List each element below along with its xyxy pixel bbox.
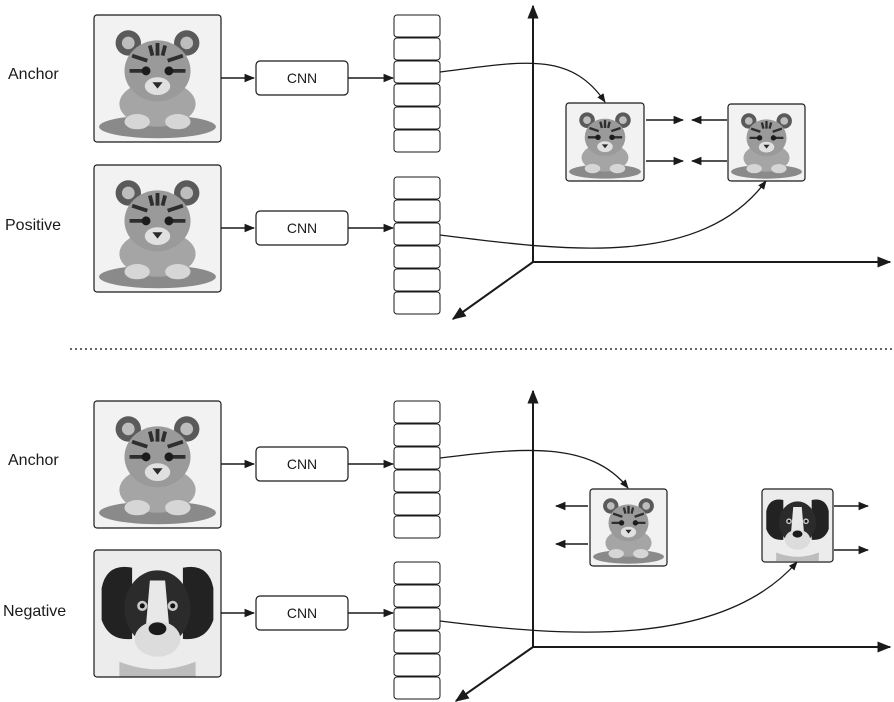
attract-arrows bbox=[646, 115, 727, 166]
embedded-negative bbox=[761, 488, 834, 563]
repel-arrows bbox=[554, 501, 870, 555]
mapping-curve bbox=[439, 62, 606, 103]
embedding-axes-top bbox=[451, 4, 892, 320]
cnn-box: CNN bbox=[255, 595, 349, 631]
anchor-label-bottom: Anchor bbox=[8, 452, 59, 469]
positive-image bbox=[93, 164, 222, 293]
cnn-box: CNN bbox=[255, 446, 349, 482]
embedding-vector-positive bbox=[393, 176, 441, 315]
embedding-vector-anchor-bottom bbox=[393, 400, 441, 539]
cnn-label: CNN bbox=[287, 70, 317, 86]
anchor-label-top: Anchor bbox=[8, 66, 59, 83]
cnn-label: CNN bbox=[287, 605, 317, 621]
embedding-vector-anchor-top bbox=[393, 14, 441, 153]
negative-image bbox=[93, 549, 222, 678]
anchor-image-bottom bbox=[93, 400, 222, 529]
embedding-vector-negative bbox=[393, 561, 441, 700]
cnn-label: CNN bbox=[287, 456, 317, 472]
mapping-curve bbox=[439, 449, 629, 489]
embedded-anchor-bottom bbox=[589, 488, 668, 567]
embedding-axes-bottom bbox=[454, 389, 892, 702]
cnn-box: CNN bbox=[255, 60, 349, 96]
embedded-positive bbox=[727, 103, 806, 182]
negative-label: Negative bbox=[3, 603, 67, 620]
embedded-anchor-top bbox=[565, 102, 645, 182]
mapping-curve bbox=[439, 561, 798, 633]
positive-label: Positive bbox=[5, 217, 62, 234]
anchor-image-top bbox=[93, 14, 222, 143]
cnn-box: CNN bbox=[255, 210, 349, 246]
mapping-curve bbox=[439, 180, 767, 249]
cnn-label: CNN bbox=[287, 220, 317, 236]
